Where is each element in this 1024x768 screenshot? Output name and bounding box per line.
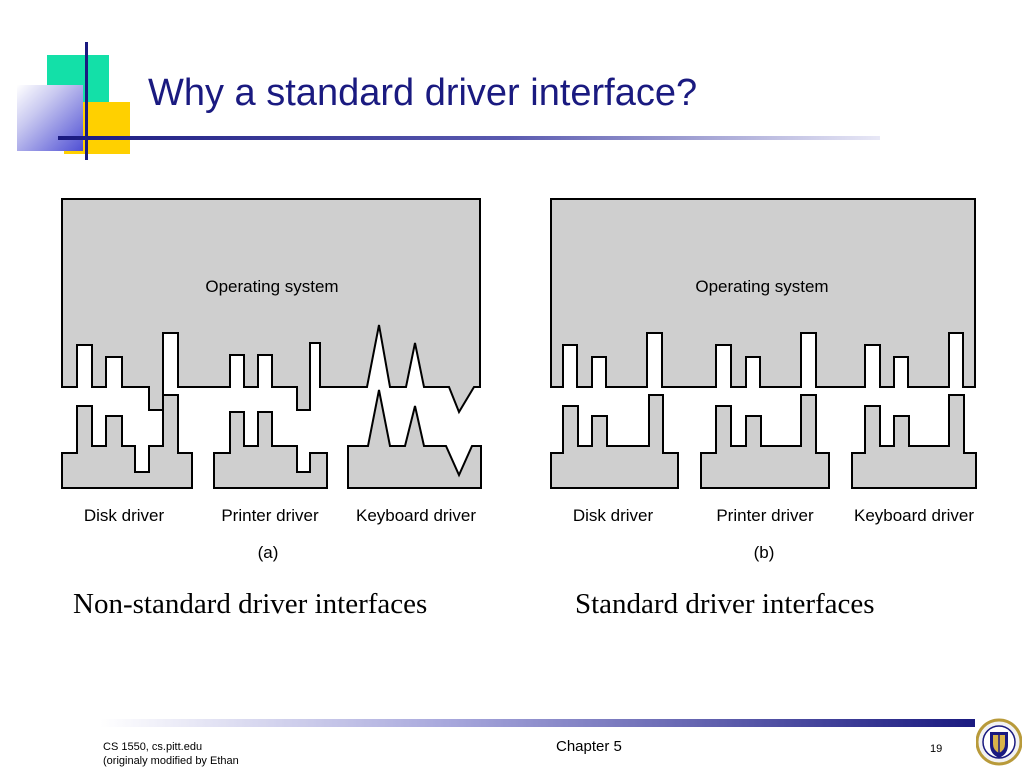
driver-label-disk-b: Disk driver bbox=[573, 506, 654, 525]
footer-credit: (originaly modified by Ethan bbox=[103, 755, 239, 767]
driver-block-printer-a bbox=[213, 411, 328, 489]
caption-non-standard: Non-standard driver interfaces bbox=[73, 588, 428, 620]
page-number: 19 bbox=[930, 743, 943, 755]
footer-chapter: Chapter 5 bbox=[556, 738, 622, 755]
university-seal-icon bbox=[976, 718, 1022, 766]
os-block-b bbox=[550, 198, 976, 388]
driver-block-disk-b bbox=[550, 394, 679, 489]
driver-label-printer-b: Printer driver bbox=[716, 506, 814, 525]
panel-label-b: (b) bbox=[754, 543, 775, 562]
driver-label-printer-a: Printer driver bbox=[221, 506, 319, 525]
title-underline bbox=[58, 136, 880, 140]
driver-block-keyboard-b bbox=[851, 394, 977, 489]
footer-course: CS 1550, cs.pitt.edu bbox=[103, 741, 203, 753]
driver-block-keyboard-a bbox=[347, 389, 482, 489]
slide-title: Why a standard driver interface? bbox=[148, 72, 698, 114]
decor-vertical-line bbox=[85, 42, 88, 160]
caption-standard: Standard driver interfaces bbox=[575, 588, 875, 620]
os-label-a: Operating system bbox=[205, 277, 338, 296]
driver-label-keyboard-a: Keyboard driver bbox=[356, 506, 476, 525]
os-label-b: Operating system bbox=[695, 277, 828, 296]
os-block-a bbox=[61, 198, 481, 415]
footer-divider bbox=[100, 719, 975, 727]
driver-block-printer-b bbox=[700, 394, 830, 489]
driver-label-keyboard-b: Keyboard driver bbox=[854, 506, 974, 525]
driver-block-disk-a bbox=[61, 394, 193, 489]
panel-label-a: (a) bbox=[258, 543, 279, 562]
driver-label-disk-a: Disk driver bbox=[84, 506, 165, 525]
decor-blue-square bbox=[17, 85, 83, 151]
driver-interface-diagram: Operating system Disk driver Printer dri… bbox=[61, 198, 977, 562]
